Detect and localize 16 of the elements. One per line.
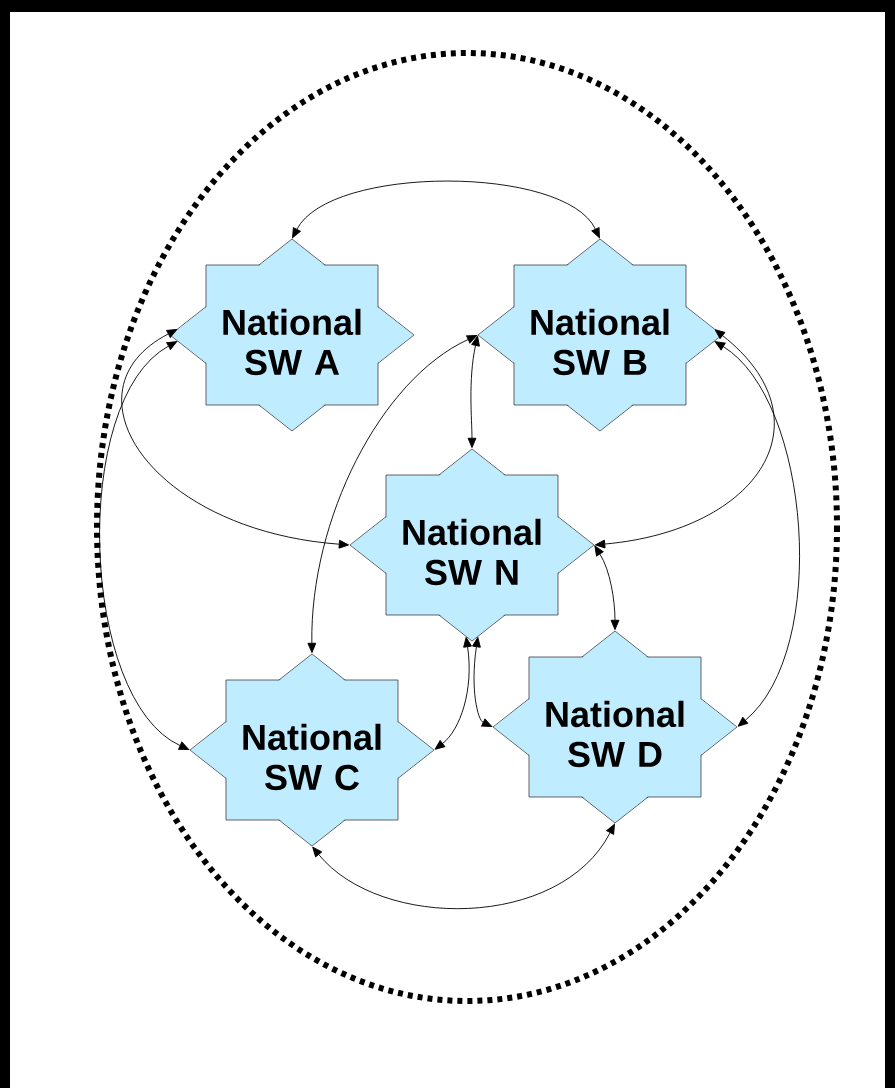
- arrow: [594, 545, 620, 631]
- star-node: National SW D: [492, 630, 738, 824]
- arrow: [472, 636, 493, 727]
- arrow: [467, 335, 480, 449]
- star-node: National SW A: [169, 238, 415, 432]
- arrow: [312, 823, 615, 909]
- arrow: [594, 329, 775, 549]
- arrow: [121, 329, 350, 549]
- star-node: National SW B: [477, 238, 723, 432]
- arrow: [714, 341, 800, 727]
- arrow: [292, 180, 600, 239]
- arrow: [434, 636, 472, 750]
- arrow: [99, 341, 190, 750]
- star-node: National SW N: [349, 448, 595, 642]
- star-node: National SW C: [189, 653, 435, 847]
- arrow: [307, 335, 478, 654]
